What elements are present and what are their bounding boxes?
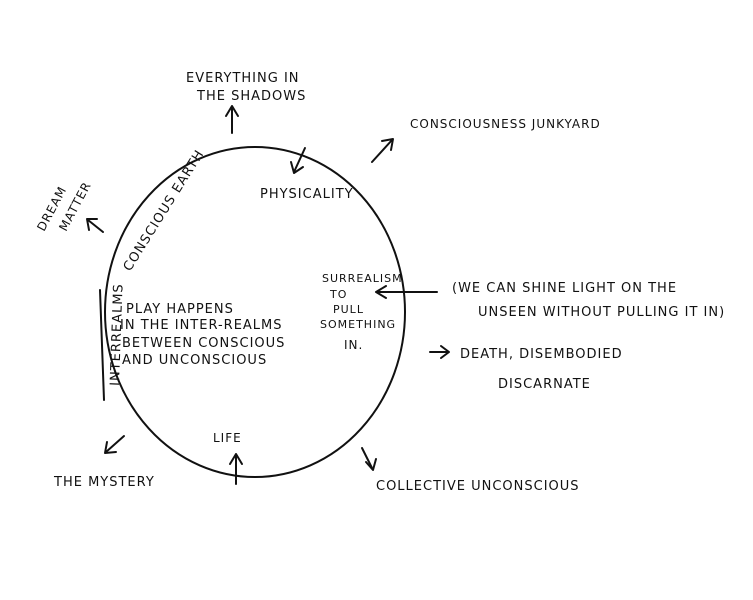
label-physicality: PHYSICALITY [260,187,354,202]
label-play-1: PLAY HAPPENS [126,302,234,317]
label-conscious-earth: CONSCIOUS EARTH [121,147,208,274]
interrealms-bracket [99,289,105,401]
label-everything-shadows-2: THE SHADOWS [196,89,306,104]
arrow-to-mystery [104,435,125,454]
arrow-to-shadows [225,105,239,134]
arrow-to-dream-matter [86,218,104,233]
label-play-3: BETWEEN CONSCIOUS [122,336,285,351]
label-everything-shadows-1: EVERYTHING IN [186,71,300,86]
arrow-to-junkyard [371,138,394,163]
label-surrealism-4: SOMETHING [320,318,396,331]
realm-circle [104,146,406,478]
label-interrealms: INTERREALMS [108,283,127,386]
label-shine-1: (WE CAN SHINE LIGHT ON THE [452,281,677,296]
label-surrealism-3: PULL [333,303,364,316]
label-death-1: DEATH, DISEMBODIED [460,347,623,362]
arrow-to-collective [361,447,377,471]
label-consciousness-junkyard: CONSCIOUSNESS JUNKYARD [410,117,601,131]
label-surrealism-2: TO [329,288,347,301]
arrow-to-physicality [290,147,306,174]
arrow-to-surrealism [375,285,438,299]
label-life: LIFE [213,431,242,445]
arrow-to-life [229,453,243,485]
label-play-2: IN THE INTER-REALMS [120,318,283,333]
label-collective: COLLECTIVE UNCONSCIOUS [376,479,580,494]
arrow-to-death [429,345,450,359]
label-surrealism-5: IN. [344,338,363,352]
label-surrealism-1: SURREALISM [322,272,403,285]
label-mystery: THE MYSTERY [53,475,155,490]
label-death-2: DISCARNATE [498,377,591,392]
label-play-4: AND UNCONSCIOUS [122,353,267,368]
label-shine-2: UNSEEN WITHOUT PULLING IT IN) [478,305,725,320]
